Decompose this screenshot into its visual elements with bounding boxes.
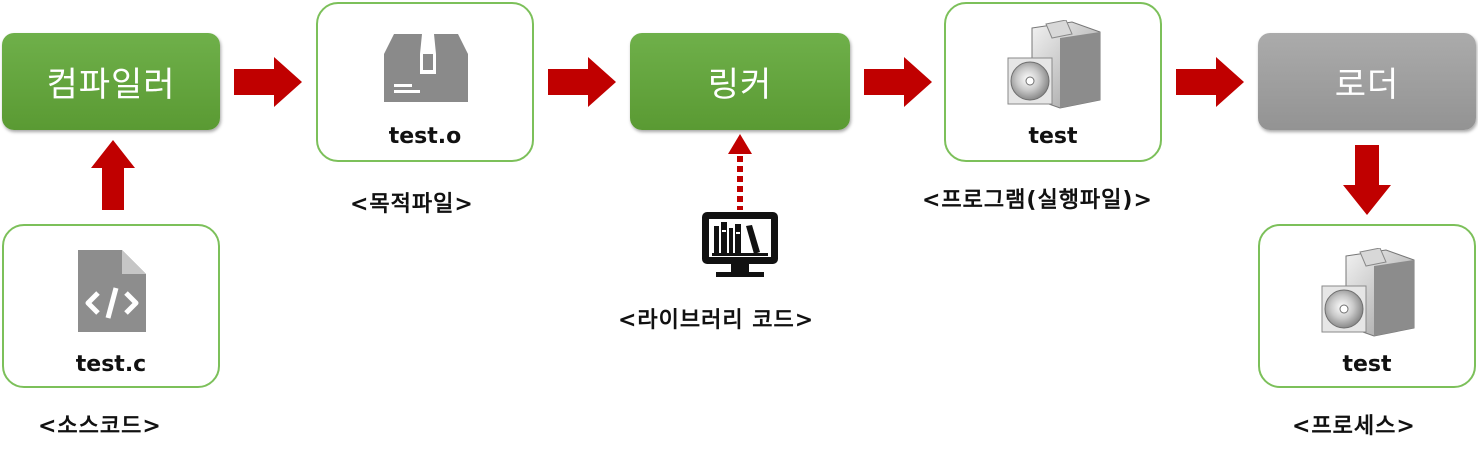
arrow-linker-to-program (864, 57, 932, 107)
process-caption: <프로세스> (1292, 414, 1416, 439)
compiler-stage: 컴파일러 (2, 33, 220, 130)
library-monitor-icon (700, 210, 780, 280)
loader-stage: 로더 (1258, 33, 1476, 130)
process-card: test (1258, 224, 1476, 388)
compiler-label: 컴파일러 (46, 65, 176, 105)
object-caption: <목적파일> (350, 192, 474, 217)
arrow-compiler-to-object (234, 57, 302, 107)
arrow-library-to-linker (728, 134, 752, 210)
source-caption: <소스코드> (38, 414, 162, 439)
arrow-program-to-loader (1176, 57, 1244, 107)
loader-label: 로더 (1334, 65, 1400, 105)
arrow-object-to-linker (548, 57, 616, 107)
box-icon (382, 32, 470, 104)
program-file-name: test (1028, 124, 1078, 149)
object-file-name: test.o (388, 124, 462, 149)
linker-label: 링커 (707, 65, 773, 105)
process-file-name: test (1342, 352, 1392, 377)
source-file-card: test.c (2, 224, 220, 388)
software-package-icon (1002, 20, 1106, 110)
program-card: test (944, 2, 1162, 162)
arrow-source-to-compiler (91, 140, 135, 210)
object-file-card: test.o (316, 2, 534, 162)
program-caption: <프로그램(실행파일)> (922, 188, 1153, 213)
arrow-loader-to-process (1343, 145, 1391, 215)
source-file-name: test.c (75, 352, 147, 377)
code-file-icon (76, 248, 148, 334)
linker-stage: 링커 (630, 33, 850, 130)
software-package-icon (1316, 248, 1420, 338)
library-caption: <라이브러리 코드> (618, 308, 815, 333)
